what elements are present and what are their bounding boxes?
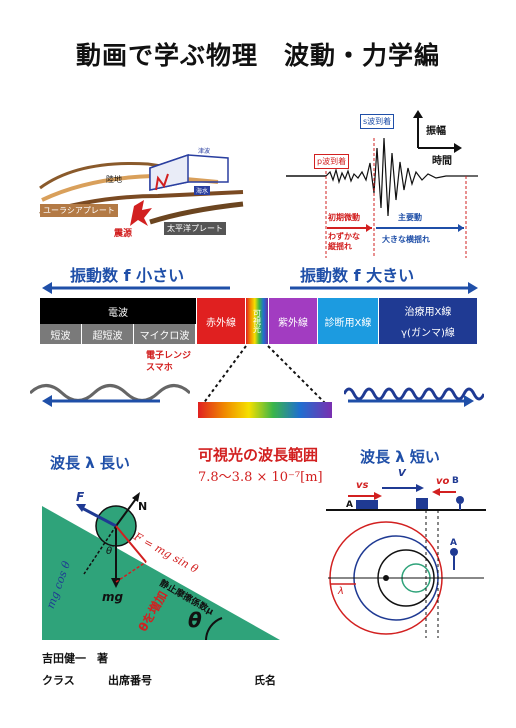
visible-callout-lines	[198, 345, 332, 418]
microwave-label: マイクロ波	[139, 330, 190, 342]
short-wave-band: 短波	[40, 324, 82, 344]
uv-band: 紫外線	[269, 298, 317, 344]
s-wave-label: s波到着	[360, 114, 395, 129]
visible-label: 可視光	[252, 309, 262, 333]
visible-range-title: 可視光の波長範囲	[198, 446, 319, 464]
uv-label: 紫外線	[278, 317, 308, 329]
freq-large-label: 振動数 f 大きい	[300, 266, 415, 285]
theta-big-label: θ	[188, 608, 202, 632]
wavelength-long-label: 波長 λ 長い	[50, 454, 130, 472]
ultrashort-wave-band: 超短波	[82, 324, 134, 344]
name-label: 氏名	[254, 674, 276, 687]
p-wave-label: p波到着	[314, 154, 350, 169]
visible-range-value: 7.8～3.8 × 10⁻⁷[m]	[198, 470, 323, 485]
ocean-label: 海水	[194, 186, 211, 195]
tsunami-tag: 津波	[198, 148, 211, 155]
xray-treat-band: 治療用X線 γ(ガンマ)線	[379, 298, 477, 344]
microwave-note: 電子レンジ スマホ	[146, 351, 192, 373]
lambda-label: λ	[338, 586, 344, 597]
class-label: クラス	[42, 674, 75, 687]
radio-band: 電波	[40, 298, 196, 324]
incline-illustration	[42, 492, 280, 641]
point-a-top-label: A	[346, 500, 353, 510]
initial-tremor-label: 初期微動	[328, 213, 360, 222]
microwave-band: マイクロ波	[134, 324, 196, 344]
velocity-v-label: V	[398, 468, 406, 479]
force-f-label: F	[76, 490, 85, 504]
frequency-arrows	[42, 282, 478, 294]
visible-spectrum-strip	[198, 402, 332, 418]
vs-label: vs	[356, 480, 369, 491]
xray-treat-label: 治療用X線	[404, 307, 452, 318]
xray-diag-band: 診断用X線	[318, 298, 378, 344]
pacific-plate-label: 太平洋プレート	[164, 222, 226, 235]
freq-small-label: 振動数 f 小さい	[70, 266, 185, 285]
infrared-label: 赤外線	[206, 317, 236, 329]
radio-label: 電波	[108, 307, 128, 319]
visible-band: 可視光	[246, 298, 268, 344]
eurasian-plate-label: ユーラシアプレート	[40, 204, 118, 217]
theta-small-label: θ	[106, 546, 113, 557]
wavelength-arrows	[42, 395, 474, 407]
doppler-illustration	[326, 484, 486, 638]
normal-n-label: N	[138, 500, 148, 513]
author-label: 吉田健一 著	[42, 652, 108, 665]
mg-label: mg	[102, 590, 124, 604]
amplitude-label: 振幅	[426, 126, 446, 137]
point-b-label: B	[452, 476, 459, 486]
doppler-diagram: V vs vo A B A λ	[326, 466, 486, 638]
tsunami-diagram: 津波 陸地 海水 ユーラシアプレート 震源 太平洋プレート	[38, 130, 250, 245]
vo-label: vo	[436, 476, 450, 487]
small-shake-label: わずかな 縦揺れ	[328, 232, 360, 251]
gamma-label: γ(ガンマ)線	[401, 328, 455, 339]
page-title: 動画で学ぶ物理 波動・力学編	[75, 41, 440, 70]
xray-diag-label: 診断用X線	[324, 317, 372, 329]
epicenter-label: 震源	[114, 229, 133, 239]
ultrashort-wave-label: 超短波	[92, 330, 123, 342]
infrared-band: 赤外線	[197, 298, 245, 344]
long-wave	[30, 384, 190, 402]
incline-diagram: F N θ F = mg sin θ mg cos θ mg θを増加 静止摩擦…	[42, 490, 280, 641]
short-wave-label: 短波	[50, 330, 71, 342]
big-shake-label: 大きな横揺れ	[382, 235, 430, 244]
point-a-side-label: A	[450, 538, 457, 548]
main-motion-label: 主要動	[398, 213, 422, 222]
seismograph: s波到着 p波到着 振幅 時間 初期微動 主要動 わずかな 縦揺れ 大きな横揺れ	[286, 108, 478, 258]
time-label: 時間	[432, 156, 452, 167]
wavelength-short-label: 波長 λ 短い	[360, 448, 440, 466]
seismograph-plot	[286, 110, 478, 258]
land-label: 陸地	[106, 175, 122, 184]
seat-number-label: 出席番号	[108, 674, 152, 687]
short-wave	[344, 387, 484, 401]
